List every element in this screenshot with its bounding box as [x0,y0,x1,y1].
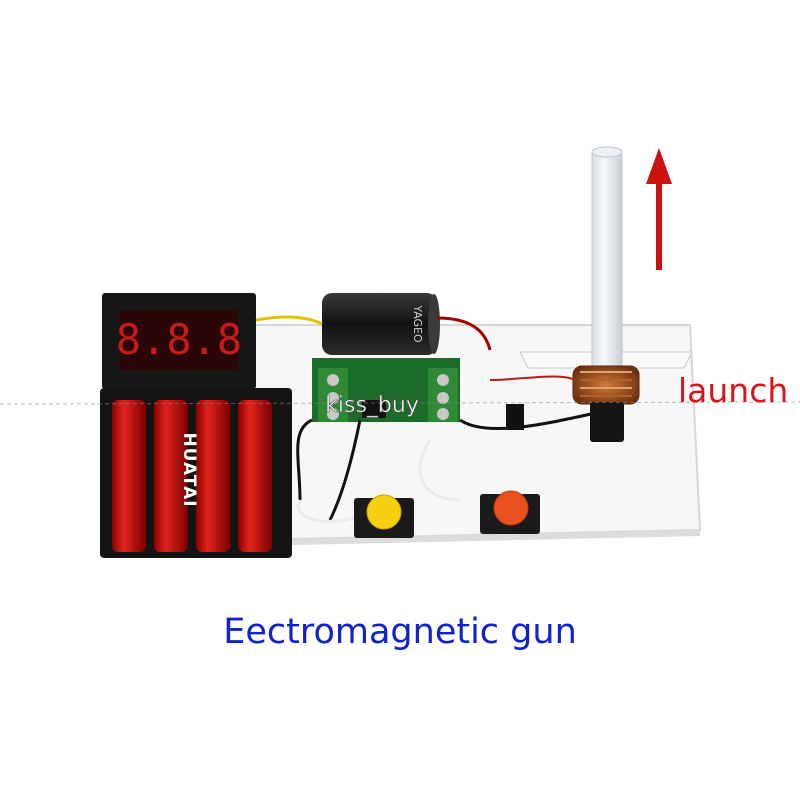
capacitor: YAGEO [322,293,440,355]
circuit-board [312,358,524,430]
battery-holder: HUATAI [100,388,292,558]
caption: Eectromagnetic gun [223,612,577,652]
battery-cell [154,400,188,552]
capacitor-marking: YAGEO [411,304,424,343]
red-push-button [480,490,540,534]
launch-tube [591,146,623,391]
voltmeter-display: 8.8.8 [102,293,256,389]
battery-cell [238,400,272,552]
watermark: kiss_buy [0,393,800,418]
battery-brand: HUATAI [179,432,199,507]
arrow-up-icon [646,148,672,270]
launch-label: launch [678,371,789,410]
wiring [255,315,611,523]
launch-coil [572,365,640,442]
watermark-text: kiss_buy [325,393,419,418]
battery-cell [196,400,230,552]
display-readout: 8.8.8 [116,315,242,364]
battery-cell [112,400,146,552]
yellow-push-button [354,494,414,538]
